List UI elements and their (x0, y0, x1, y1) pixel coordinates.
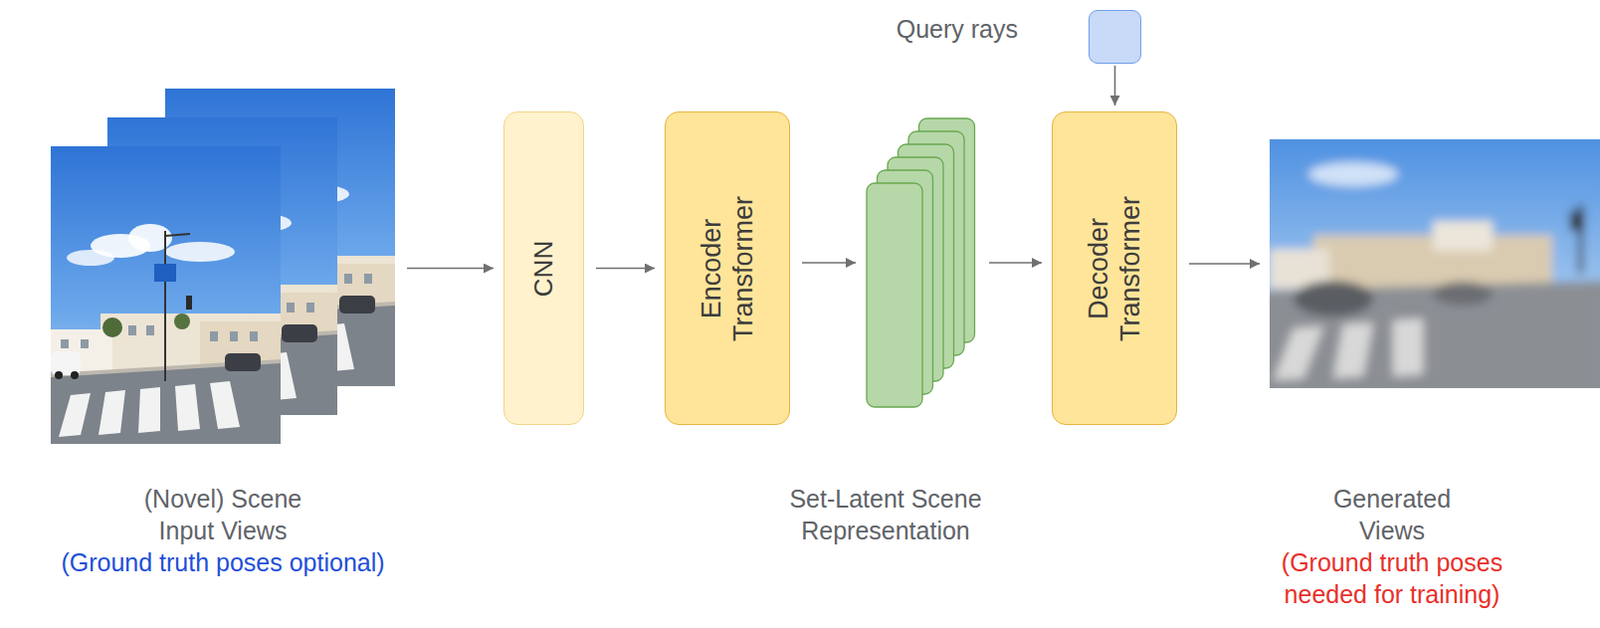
rotated-label-holder: CNN (528, 149, 560, 389)
input-view-stack (50, 88, 396, 444)
block-label: CNN (528, 149, 560, 389)
illustration-part (1432, 220, 1493, 251)
rotated-label-holder: Encoder Transformer (695, 169, 761, 369)
flow-arrow (1114, 65, 1117, 106)
generated-view-photo (1269, 139, 1600, 389)
illustration-part (1333, 322, 1374, 379)
decoder-block: Decoder Transformer (1051, 111, 1178, 425)
encoder-block: Encoder Transformer (664, 111, 791, 425)
cnn-block: CNN (503, 111, 585, 425)
caption-text: (Novel) Scene Input Views (128, 482, 318, 547)
illustration-part (1393, 318, 1423, 377)
block-label: Encoder Transformer (695, 169, 761, 369)
flow-arrow (596, 267, 655, 270)
caption-text: (Ground truth poses optional) (60, 546, 385, 579)
latent-stack-outline (865, 117, 978, 408)
input-view-photo (50, 146, 281, 444)
set-latent-stack: Set-Latent Scene Representation (865, 117, 978, 408)
flow-arrow (989, 261, 1042, 264)
caption-holder: Set-Latent Scene Representation (746, 482, 1025, 547)
query-label: Query rays (896, 12, 1018, 45)
caption-text: Set-Latent Scene Representation (746, 482, 1025, 547)
side-label-holder: Query rays (896, 12, 1018, 45)
illustration-part (1308, 162, 1399, 187)
illustration-part (1570, 210, 1585, 231)
flow-arrow (801, 261, 856, 264)
latent-token (866, 183, 923, 407)
block-label: Decoder Transformer (1082, 169, 1148, 369)
illustration-part (1293, 280, 1374, 317)
input-views: (Novel) Scene Input Views(Ground truth p… (50, 88, 396, 444)
query-ray-box: Query rays (1088, 9, 1142, 64)
caption-holder: (Novel) Scene Input Views(Ground truth p… (60, 482, 385, 579)
blurred-scene (1269, 139, 1600, 389)
caption-text: Generated Views (1317, 482, 1467, 547)
illustration-part (1269, 280, 1600, 389)
rotated-label-holder: Decoder Transformer (1082, 169, 1148, 369)
generated-views: Generated Views(Ground truth poses neede… (1269, 139, 1600, 389)
illustration-part (1269, 139, 1600, 389)
illustration-part (1432, 281, 1493, 306)
caption-holder: Generated Views(Ground truth poses neede… (1262, 482, 1522, 610)
illustration-part (1273, 326, 1324, 381)
flow-arrow (1189, 262, 1260, 265)
caption-text: (Ground truth poses needed for training) (1262, 546, 1522, 610)
flow-arrow (406, 267, 494, 270)
